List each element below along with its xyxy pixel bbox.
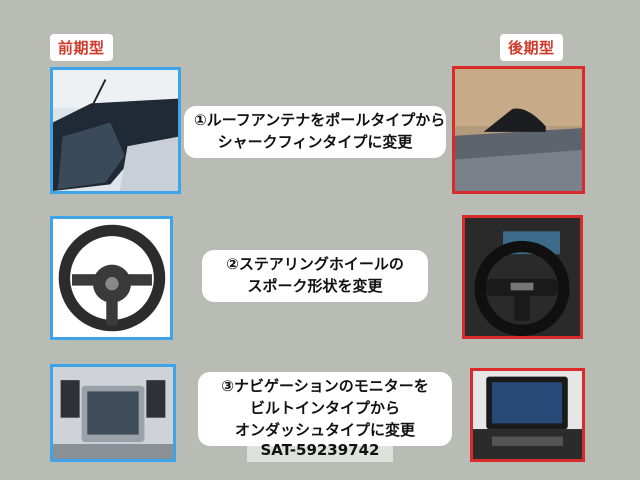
steering-change-callout: ②ステアリングホイールの スポーク形状を変更 [202,250,428,302]
stock-id-watermark: SAT-59239742 [247,438,393,462]
callout-line: ③ナビゲーションのモニターを [221,377,429,395]
pole-antenna-photo [50,67,181,194]
after-model-label: 後期型 [500,34,563,61]
callout-line: ②ステアリングホイールの [226,255,404,273]
callout-line: ビルトインタイプから [249,399,400,417]
before-model-label: 前期型 [50,34,113,61]
shark-fin-antenna-photo [452,66,585,194]
callout-line: スポーク形状を変更 [247,277,383,295]
old-steering-wheel-photo [50,216,173,340]
callout-line: オンダッシュタイプに変更 [234,421,415,439]
callout-line: シャークフィンタイプに変更 [217,133,413,151]
on-dash-monitor-photo [470,368,585,462]
new-steering-wheel-photo [462,215,583,339]
antenna-change-callout: ①ルーフアンテナをポールタイプから シャークフィンタイプに変更 [184,106,446,158]
monitor-change-callout: ③ナビゲーションのモニターを ビルトインタイプから オンダッシュタイプに変更 [198,372,452,446]
callout-line: ①ルーフアンテナをポールタイプから [194,111,446,129]
builtin-monitor-photo [50,364,176,462]
